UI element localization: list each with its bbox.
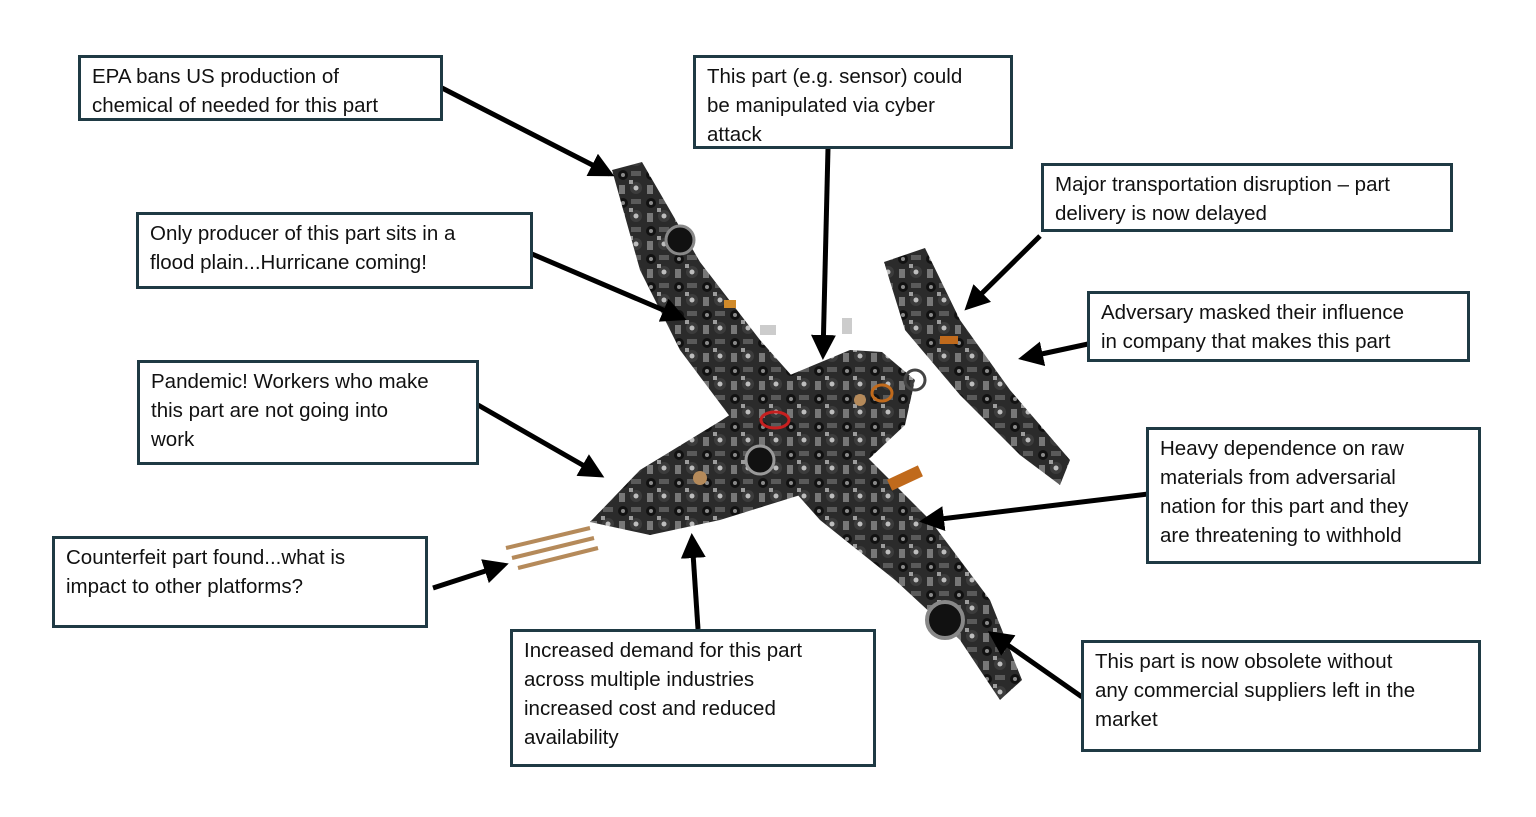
aircraft-nose-probes: [505, 526, 599, 570]
arrow-raw-materials: [919, 491, 1149, 532]
arrow-epa: [440, 85, 615, 177]
arrow-obsolete: [987, 631, 1084, 700]
arrow-counterfeit: [432, 559, 509, 591]
arrow-transport: [964, 234, 1042, 311]
callout-cyber-attack: This part (e.g. sensor) could be manipul…: [693, 55, 1013, 149]
aircraft-parts-collage: [505, 162, 1070, 700]
callout-flood-plain: Only producer of this part sits in a flo…: [136, 212, 533, 289]
callout-obsolete: This part is now obsolete without any co…: [1081, 640, 1481, 752]
arrow-adversary-influence: [1018, 341, 1089, 367]
arrow-flood: [531, 251, 687, 322]
arrow-cyber: [810, 147, 836, 360]
arrow-demand: [680, 533, 706, 630]
callout-epa-ban: EPA bans US production of chemical of ne…: [78, 55, 443, 121]
arrow-pandemic: [476, 402, 605, 478]
callout-adversary-influence: Adversary masked their influence in comp…: [1087, 291, 1470, 362]
aircraft-main-wing: [612, 162, 1022, 700]
callout-pandemic: Pandemic! Workers who make this part are…: [137, 360, 479, 465]
aircraft-tail-wing: [884, 248, 1070, 485]
part-accents: [664, 224, 965, 640]
callout-increased-demand: Increased demand for this part across mu…: [510, 629, 876, 767]
callout-raw-materials: Heavy dependence on raw materials from a…: [1146, 427, 1481, 564]
callout-transportation-disruption: Major transportation disruption – part d…: [1041, 163, 1453, 232]
callout-counterfeit: Counterfeit part found...what is impact …: [52, 536, 428, 628]
arrows: [432, 85, 1149, 700]
